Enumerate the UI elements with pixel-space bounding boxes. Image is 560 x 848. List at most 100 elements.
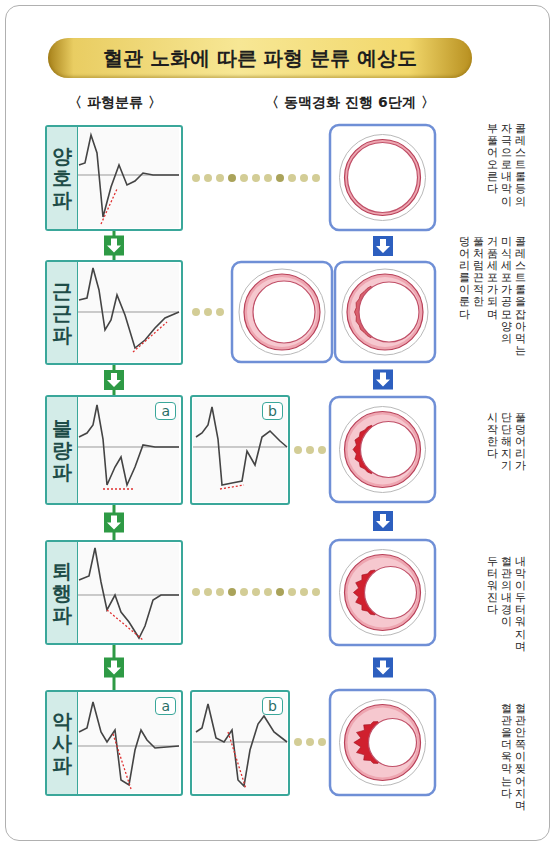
- vessel-outer: [342, 269, 428, 355]
- vessel-outer: [340, 407, 426, 493]
- stage-note: 콜레스트롤등의 자극으로 내막이 부풀어 오른다: [487, 123, 526, 208]
- note-column: 콜레스트롤등의: [515, 123, 526, 208]
- dot-leader: [192, 308, 200, 316]
- dot-leader: [204, 308, 212, 316]
- vessel-wall: [345, 140, 421, 216]
- note-column: 혈관 안쪽이 찢어지며: [515, 703, 526, 812]
- stage-arrow-box: [373, 370, 393, 390]
- wave-variant-box: b: [190, 395, 290, 505]
- waveform: [77, 543, 179, 642]
- stage-frame: [330, 397, 435, 502]
- title-text: 혈관 노화에 따른 파형 분류 예상도: [103, 45, 418, 72]
- variant-badge: a: [155, 697, 176, 715]
- wave-class-box: 근근파: [45, 260, 183, 365]
- dot-leader: [204, 588, 212, 596]
- dot-leader: [312, 588, 320, 596]
- wave-line: [196, 704, 287, 786]
- stage-frame: [232, 262, 332, 362]
- wave-class-box: 악사파 a: [45, 690, 183, 796]
- stage-note: 콜레스트롤을 잡아먹는 미식세포가 공모양의 거품세포가 되며 풀처럼 끈적한 …: [459, 236, 526, 357]
- vessel-wall: [345, 412, 421, 488]
- vessel-wall: [347, 274, 423, 350]
- waveform: [77, 263, 179, 362]
- stage-arrow: [376, 373, 390, 387]
- vessel-lumen: [253, 281, 315, 343]
- dot-leader: [240, 588, 248, 596]
- class-name: 근근파: [52, 280, 72, 346]
- dot-leader: [216, 588, 224, 596]
- vessel-outer: [239, 269, 325, 355]
- dot-leader: [306, 446, 314, 454]
- note-column: 덩어리를 이룬다: [459, 236, 470, 321]
- dot-leader: [264, 588, 272, 596]
- dot-leader: [288, 588, 296, 596]
- stage-note: 풀덩어리가 단단해지기 시작한다: [487, 412, 526, 472]
- slope-mark: [220, 485, 244, 489]
- vessel-intima: [348, 558, 418, 628]
- flow-arrow-box: [104, 370, 124, 390]
- stage-frame: [330, 540, 435, 645]
- waveform: [77, 398, 179, 502]
- dot-leader: [312, 174, 320, 182]
- dot-leader: [288, 174, 296, 182]
- plot-ground: [77, 128, 179, 228]
- plot-ground: [77, 693, 179, 793]
- column-header: 〈 파형분류 〉: [45, 94, 185, 112]
- stage-frame: [330, 690, 435, 795]
- vessel-wall: [345, 555, 421, 631]
- baseline: [193, 742, 287, 743]
- arrow-head: [107, 239, 121, 253]
- dot-leader: [294, 446, 302, 454]
- note-column: 거품세포가 되며: [487, 236, 498, 321]
- dot-leader: [264, 174, 272, 182]
- dot-leader: [216, 308, 224, 316]
- plot-ground: [77, 398, 179, 502]
- wave-class-box: 퇴행파: [45, 540, 183, 645]
- wave-line: [79, 548, 179, 638]
- baseline: [77, 312, 179, 313]
- arrow-head: [107, 661, 121, 675]
- note-column: 풀덩어리가: [515, 412, 526, 472]
- class-strip: 퇴행파: [47, 542, 78, 643]
- wave-class-box: 불량파 a: [45, 395, 183, 505]
- class-name: 불량파: [52, 417, 72, 483]
- flow-arrow: [104, 365, 124, 395]
- vessel-lumen: [365, 567, 417, 619]
- flow-arrow-box: [104, 658, 124, 678]
- vessel-lumen: [348, 143, 418, 213]
- dot-leader: [228, 174, 236, 182]
- class-strip: 악사파: [47, 692, 78, 794]
- column-header: 〈 동맥경화 진행 6단계 〉: [230, 94, 470, 112]
- flow-arrow-box: [104, 513, 124, 533]
- vessel-outer: [340, 135, 426, 221]
- stage-arrow-box: [373, 658, 393, 678]
- stage-note: 내막이 두터워지며 혈관의 내경이 두터워진다: [487, 556, 526, 653]
- vessel-wall: [345, 705, 421, 781]
- flow-arrow: [104, 231, 124, 260]
- dot-leader: [306, 738, 314, 746]
- slope-mark: [101, 189, 117, 224]
- class-name: 퇴행파: [52, 560, 72, 626]
- class-strip: 근근파: [47, 262, 78, 363]
- note-column: 혈관을 더욱 막는다: [501, 703, 512, 800]
- waveform: [193, 693, 287, 793]
- plot-ground: [193, 693, 287, 793]
- vessel-outer: [340, 700, 426, 786]
- wave-line: [79, 268, 179, 348]
- dot-leader: [228, 588, 236, 596]
- waveform: [77, 128, 179, 228]
- stage-arrow: [376, 239, 390, 253]
- note-column: 내막이 두터워지며: [515, 556, 526, 653]
- waveform: [193, 398, 287, 502]
- dot-leader: [252, 174, 260, 182]
- slope-mark: [103, 488, 133, 489]
- stage-arrow-box: [373, 236, 393, 256]
- note-column: 풀처럼 끈적한: [473, 236, 484, 309]
- class-name: 악사파: [52, 710, 72, 776]
- dot-leader: [300, 588, 308, 596]
- vessel-lumen: [369, 719, 417, 767]
- variant-badge: a: [155, 402, 176, 420]
- baseline: [77, 746, 179, 747]
- dot-leader: [294, 738, 302, 746]
- dot-leader: [252, 588, 260, 596]
